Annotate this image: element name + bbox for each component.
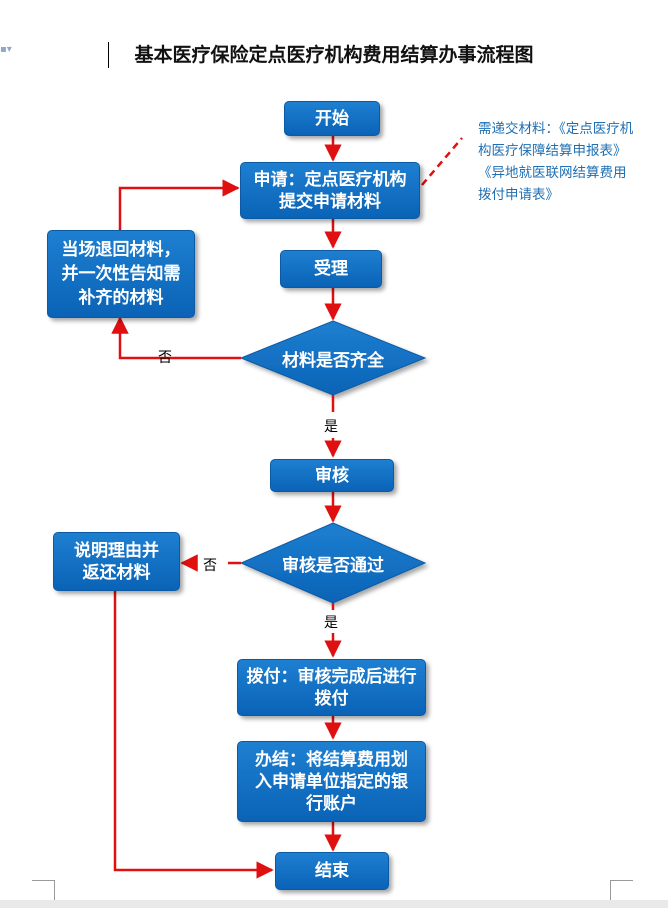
page-title: 基本医疗保险定点医疗机构费用结算办事流程图 xyxy=(134,44,534,66)
node-accept: 受理 xyxy=(280,250,382,288)
note-dashed-connector xyxy=(421,137,463,186)
node-start: 开始 xyxy=(284,101,380,136)
page-corner-bottom-right xyxy=(610,880,633,903)
node-settle: 办结：将结算费用划入申请单位指定的银行账户 xyxy=(237,741,426,822)
required-materials-note: 需递交材料：《定点医疗机构医疗保障结算申报表》《异地就医联网结算费用拨付申请表》 xyxy=(478,121,634,203)
arrow-return-to-apply xyxy=(118,179,240,230)
label-yes-review: 是 xyxy=(324,615,338,631)
node-review: 审核 xyxy=(270,459,394,492)
page-corner-bottom-left xyxy=(32,880,55,903)
arrow-no-to-return xyxy=(111,316,241,360)
bottom-scrollbar[interactable] xyxy=(0,900,668,908)
node-apply: 申请：定点医疗机构提交申请材料 xyxy=(240,162,420,219)
margin-marker: ▪▾ xyxy=(0,44,12,55)
node-return-materials: 当场退回材料，并一次性告知需补齐的材料 xyxy=(47,230,195,318)
node-end: 结束 xyxy=(275,852,389,890)
node-explain-return: 说明理由并返还材料 xyxy=(53,532,180,591)
label-no-materials: 否 xyxy=(158,350,172,366)
text-cursor xyxy=(108,42,109,68)
label-yes-materials: 是 xyxy=(324,419,338,435)
label-no-review: 否 xyxy=(203,558,217,574)
node-allocate: 拨付：审核完成后进行拨付 xyxy=(237,659,426,716)
decision-materials-complete-label: 材料是否齐全 xyxy=(282,350,384,371)
arrow-explain-to-end xyxy=(113,591,274,879)
decision-review-passed-label: 审核是否通过 xyxy=(282,555,384,576)
